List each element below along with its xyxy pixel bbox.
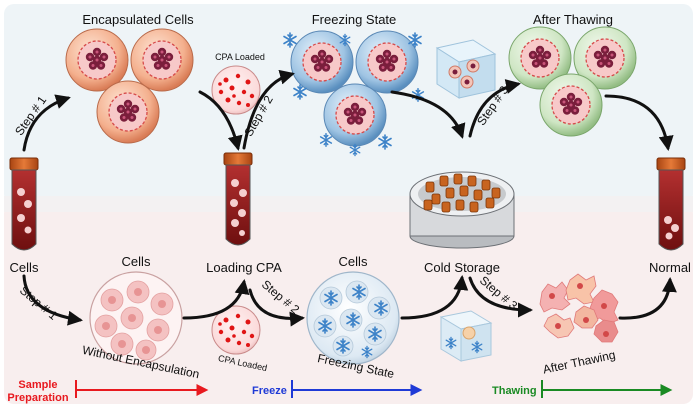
tube-icon xyxy=(656,157,686,251)
frozen-cell-icon xyxy=(323,83,387,147)
arrow-bottom-thaw-to-normal xyxy=(618,277,677,320)
freezing-state-top-label: Freezing State xyxy=(312,12,397,27)
normal-label: Normal xyxy=(649,260,691,275)
band-divider xyxy=(4,196,693,212)
phase-thawing-label: Thawing xyxy=(492,385,537,397)
arrow-step1-top xyxy=(22,94,71,152)
cells-bottom-label: Cells xyxy=(122,254,151,269)
frozen-cell-icon xyxy=(290,30,354,94)
tube-icon xyxy=(223,152,253,246)
thawed-cell-icon xyxy=(573,26,637,90)
arrow-bottom-cells-to-cpa xyxy=(182,279,250,320)
cpa-loaded-cell-icon xyxy=(211,65,261,115)
thawed-cell-icon xyxy=(508,26,572,90)
cpa-loaded-cell-icon xyxy=(211,305,261,355)
phase-freeze-label: Freeze xyxy=(252,385,287,397)
cell-icon xyxy=(96,80,160,144)
arrow-thaw-to-normal xyxy=(604,94,674,151)
frozen-cells-icon xyxy=(306,271,400,365)
cells-freeze-bottom-label: Cells xyxy=(339,254,368,269)
phase-preparation-label: Preparation xyxy=(7,392,68,404)
arrow-cells-to-cpa-top xyxy=(198,90,243,151)
arrow-step2-top xyxy=(242,69,295,150)
frozen-cell-icon xyxy=(355,30,419,94)
thawed-cell-icon xyxy=(539,73,603,137)
ice-cube-icon xyxy=(435,39,497,99)
cells-left-label: Cells xyxy=(10,260,39,275)
cold-storage-label: Cold Storage xyxy=(424,260,500,275)
cell-icon xyxy=(130,28,194,92)
encapsulated-cells-label: Encapsulated Cells xyxy=(82,12,194,27)
unencapsulated-cells-icon xyxy=(89,271,183,365)
phase-sample-label: Sample xyxy=(18,379,57,391)
arrow-bottom-freeze-to-storage xyxy=(400,275,469,320)
loading-cpa-label: Loading CPA xyxy=(206,260,282,275)
cold-storage-icon xyxy=(409,171,515,249)
cell-icon xyxy=(65,28,129,92)
cpa-loaded-top-label: CPA Loaded xyxy=(215,52,265,62)
arrow-step2-bottom xyxy=(248,288,305,327)
tube-icon xyxy=(9,157,39,251)
arrow-step3-top xyxy=(468,79,521,138)
damaged-cells-icon xyxy=(539,273,619,343)
ice-cube-icon xyxy=(439,310,493,362)
arrow-freeze-to-storage xyxy=(390,90,466,139)
arrow-step3-bottom xyxy=(468,276,533,318)
arrow-step1-bottom xyxy=(22,274,83,326)
after-thawing-top-label: After Thawing xyxy=(533,12,613,27)
